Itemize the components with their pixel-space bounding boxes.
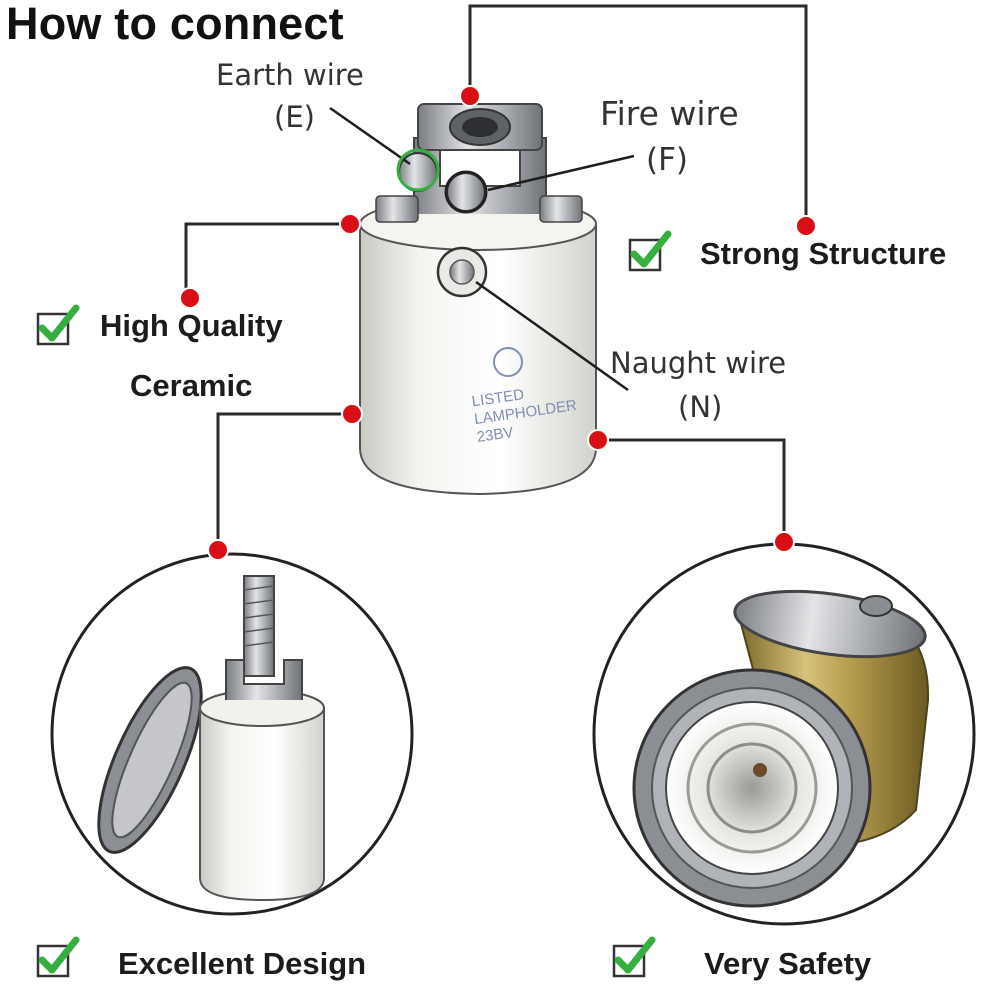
feature-high-quality: High Quality (100, 308, 283, 343)
earth-terminal-highlight (396, 148, 440, 192)
pointer-fire (487, 154, 635, 192)
naught-wire-label: Naught wire (610, 346, 787, 380)
red-dots (179, 85, 817, 561)
feature-very-safety: Very Safety (704, 946, 872, 981)
wire-pointers (329, 106, 635, 392)
red-dot-icon (773, 531, 795, 553)
line-excellent-design (216, 412, 352, 550)
red-dot-icon (459, 85, 481, 107)
earth-wire-code: (E) (274, 100, 315, 134)
red-dot-icon (179, 287, 201, 309)
line-very-safety (598, 438, 786, 540)
detail-circle-brass (592, 542, 976, 926)
detail-circle-ceramic (50, 552, 414, 916)
pointer-naught (475, 280, 629, 392)
red-dot-icon (207, 539, 229, 561)
page-title: How to connect (6, 0, 344, 49)
red-dot-icon (339, 213, 361, 235)
checkmark-icon (612, 936, 656, 978)
checkmark-icon (36, 936, 80, 978)
fire-wire-code: (F) (646, 142, 689, 178)
feature-excellent-design: Excellent Design (118, 946, 367, 981)
connector-lines (184, 4, 808, 550)
fire-terminal-highlight (444, 170, 488, 214)
terminal-highlights (396, 148, 488, 214)
earth-wire-label: Earth wire (216, 58, 364, 92)
line-high-quality (184, 222, 350, 298)
red-dot-icon (795, 215, 817, 237)
red-dot-icon (587, 429, 609, 451)
feature-strong-structure: Strong Structure (700, 236, 947, 271)
main-lamp-holder (359, 103, 597, 496)
pointer-earth (329, 106, 411, 166)
checkmark-icon (36, 304, 80, 346)
fire-wire-label: Fire wire (600, 94, 739, 133)
naught-wire-code: (N) (678, 390, 723, 424)
checkmark-icon (628, 230, 672, 272)
red-dot-icon (341, 403, 363, 425)
feature-ceramic: Ceramic (130, 368, 253, 403)
line-strong-structure (468, 4, 808, 224)
